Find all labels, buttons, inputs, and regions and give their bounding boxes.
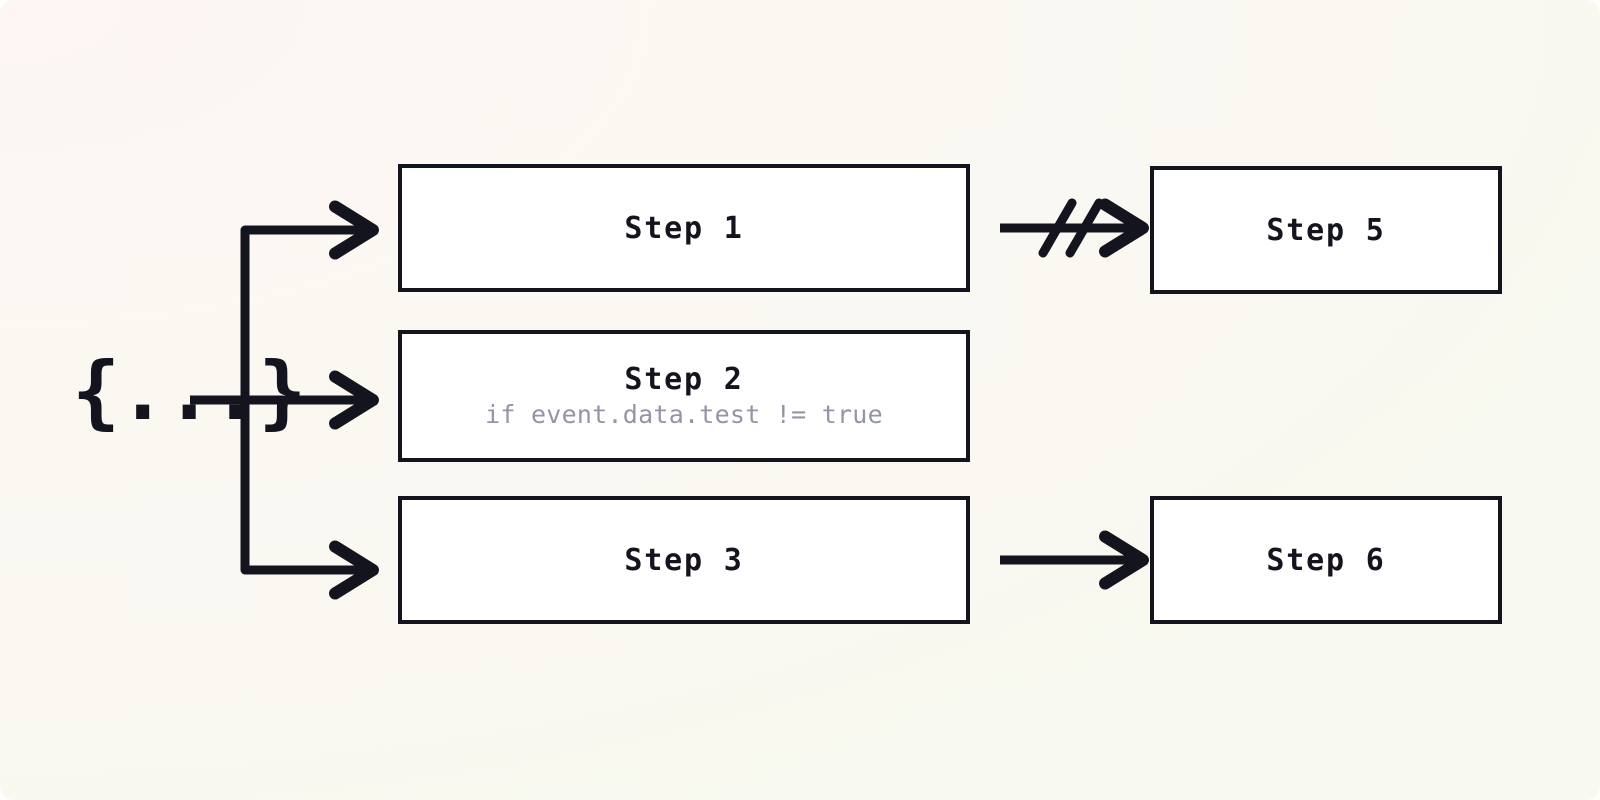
node-step-2-title: Step 2 [624,361,744,397]
node-step-5-title: Step 5 [1266,212,1386,248]
node-step-3-title: Step 3 [624,542,744,578]
node-step-2[interactable]: Step 2 if event.data.test != true [398,330,970,462]
node-step-5[interactable]: Step 5 [1150,166,1502,294]
node-step-6[interactable]: Step 6 [1150,496,1502,624]
event-payload-trigger[interactable]: {...} [72,345,306,438]
node-step-1[interactable]: Step 1 [398,164,970,292]
node-step-3[interactable]: Step 3 [398,496,970,624]
node-step-2-subtitle: if event.data.test != true [485,399,883,429]
node-step-6-title: Step 6 [1266,542,1386,578]
cancelled-edge-slashes [1038,198,1104,258]
node-step-1-title: Step 1 [624,210,744,246]
